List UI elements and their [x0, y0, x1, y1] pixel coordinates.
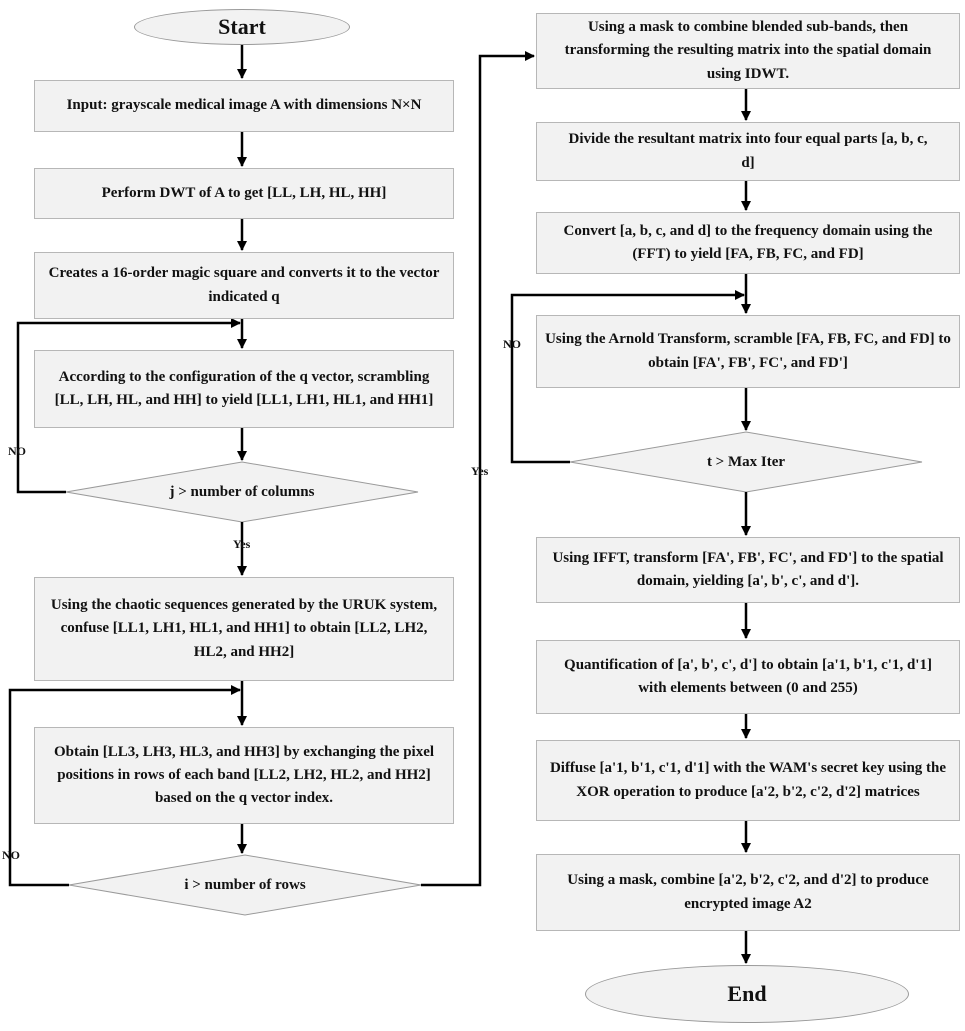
- quantify-step: Quantification of [a', b', c', d'] to ob…: [536, 640, 960, 714]
- ifft-step: Using IFFT, transform [FA', FB', FC', an…: [536, 537, 960, 603]
- ifft-step-text: Using IFFT, transform [FA', FB', FC', an…: [552, 549, 944, 589]
- yes-connector: [421, 51, 535, 887]
- decision-shape-rows: [68, 854, 422, 916]
- end-terminal: End: [585, 965, 909, 1023]
- dwt-step-text: Perform DWT of A to get [LL, LH, HL, HH]: [101, 184, 387, 201]
- yes-label-columns: Yes: [233, 537, 251, 551]
- exchange-step-text: Obtain [LL3, LH3, HL3, and HH3] by excha…: [53, 743, 435, 807]
- start-terminal: Start: [134, 9, 350, 45]
- combine-step: Using a mask, combine [a'2, b'2, c'2, an…: [536, 854, 960, 931]
- diffuse-step-text: Diffuse [a'1, b'1, c'1, d'1] with the WA…: [549, 760, 947, 800]
- chaotic-step-text: Using the chaotic sequences generated by…: [50, 597, 438, 660]
- scramble-step-text: According to the configuration of the q …: [54, 368, 434, 408]
- decision-rows: i > number of rows: [103, 871, 387, 899]
- magic-square-step: Creates a 16-order magic square and conv…: [34, 252, 454, 319]
- no-label-rows: NO: [2, 848, 20, 862]
- divide-step-text: Divide the resultant matrix into four eq…: [568, 131, 928, 171]
- fft-step-text: Convert [a, b, c, and d] to the frequenc…: [563, 222, 933, 262]
- no-loop-rows: [8, 685, 241, 887]
- mask-idwt-step: Using a mask to combine blended sub-band…: [536, 13, 960, 89]
- start-label: Start: [218, 14, 266, 39]
- divide-step: Divide the resultant matrix into four eq…: [536, 122, 960, 181]
- arnold-step: Using the Arnold Transform, scramble [FA…: [536, 315, 960, 388]
- combine-step-text: Using a mask, combine [a'2, b'2, c'2, an…: [567, 872, 929, 912]
- magic-square-step-text: Creates a 16-order magic square and conv…: [48, 265, 440, 305]
- no-loop-cols: [16, 318, 241, 494]
- no-loop-iter: [510, 290, 745, 464]
- decision-iterations: t > Max Iter: [604, 448, 888, 476]
- decision-iterations-text: t > Max Iter: [706, 453, 786, 470]
- scramble-step: According to the configuration of the q …: [34, 350, 454, 428]
- input-step: Input: grayscale medical image A with di…: [34, 80, 454, 132]
- quantify-step-text: Quantification of [a', b', c', d'] to ob…: [564, 656, 932, 696]
- yes-label-rows: Yes: [471, 464, 489, 478]
- input-step-text: Input: grayscale medical image A with di…: [66, 97, 422, 114]
- end-label: End: [727, 981, 767, 1006]
- diffuse-step: Diffuse [a'1, b'1, c'1, d'1] with the WA…: [536, 740, 960, 821]
- dwt-step: Perform DWT of A to get [LL, LH, HL, HH]: [34, 168, 454, 219]
- chaotic-step: Using the chaotic sequences generated by…: [34, 577, 454, 681]
- decision-rows-text: i > number of rows: [184, 876, 306, 893]
- mask-idwt-step-text: Using a mask to combine blended sub-band…: [564, 19, 932, 82]
- exchange-step: Obtain [LL3, LH3, HL3, and HH3] by excha…: [34, 727, 454, 824]
- fft-step: Convert [a, b, c, and d] to the frequenc…: [536, 212, 960, 274]
- arnold-step-text: Using the Arnold Transform, scramble [FA…: [545, 331, 951, 371]
- decision-columns: j > number of columns: [100, 478, 384, 506]
- no-label-iter: NO: [503, 337, 521, 351]
- decision-columns-text: j > number of columns: [169, 483, 315, 500]
- no-label-columns: NO: [8, 444, 26, 458]
